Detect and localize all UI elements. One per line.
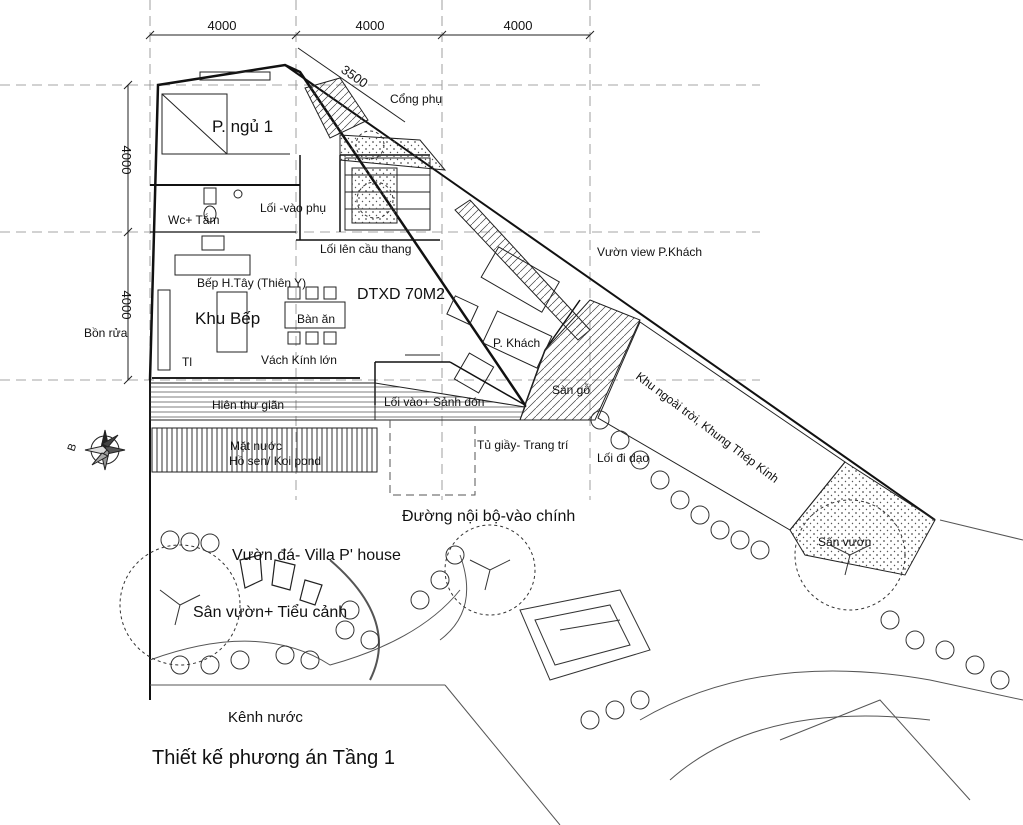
label-tl: Tl	[182, 355, 192, 369]
label-loi-vao-sanh: Lối vào+ Sảnh đón	[384, 395, 484, 409]
label-kenh-nuoc: Kênh nước	[228, 709, 303, 726]
label-bep: Bếp H.Tây (Thiên Y)	[197, 276, 306, 290]
label-ho-sen: Hồ sen/ Koi pond	[229, 454, 321, 468]
label-loi-len-cau-thang: Lối lên cầu thang	[320, 242, 411, 256]
label-khu-ngoai-troi: Khu ngoài trời, Khung Thép Kính	[633, 369, 781, 486]
label-dtxd: DTXD 70M2	[357, 286, 445, 303]
label-tu-giay: Tủ giầy- Trang trí	[477, 438, 569, 452]
wc-fixtures	[201, 187, 243, 251]
bed	[161, 71, 290, 155]
garden-rocks	[239, 554, 323, 606]
label-p-ngu-1: P. ngủ 1	[212, 117, 273, 136]
living-furniture	[405, 246, 560, 394]
hatched-zones	[149, 77, 936, 576]
dim-top-3: 4000	[504, 18, 533, 33]
label-ban-an: Bàn ăn	[297, 312, 335, 326]
dim-left-1: 4000	[119, 146, 134, 175]
label-san-vuon: Sân vườn	[818, 535, 871, 549]
site-lines	[149, 519, 1023, 825]
label-vuon-da: Vườn đá- Villa P' house	[232, 547, 401, 564]
label-mat-nuoc: Mặt nước	[230, 439, 282, 453]
staircase	[344, 157, 431, 231]
kitchen-furniture	[152, 254, 360, 379]
label-san-vuon-tieu-canh: Sân vườn+ Tiểu cảnh	[193, 603, 347, 621]
label-duong-noi-bo: Đường nội bộ-vào chính	[402, 508, 575, 525]
compass-letter: B	[66, 442, 80, 453]
label-loi-vao-phu: Lối -vào phụ	[260, 201, 326, 215]
label-hien-thu-gian: Hiên thư giãn	[212, 398, 284, 412]
shrubs	[160, 410, 1010, 730]
label-vuon-view: Vườn view P.Khách	[597, 245, 702, 259]
dim-left-2: 4000	[119, 291, 134, 320]
label-cong-phu: Cổng phụ	[390, 92, 442, 106]
dim-top-2: 4000	[356, 18, 385, 33]
dimension-lines	[123, 30, 595, 385]
label-p-khach: P. Khách	[493, 336, 540, 350]
car	[519, 589, 651, 681]
dim-top-1: 4000	[208, 18, 237, 33]
label-san-go: Sàn gỗ	[552, 382, 590, 397]
compass-icon	[84, 429, 126, 471]
label-bon-rua: Bồn rửa	[84, 326, 128, 340]
trees	[119, 130, 906, 666]
label-wc-tam: Wc+ Tắm	[168, 212, 219, 227]
label-vach-kinh: Vách Kính lớn	[261, 353, 337, 367]
internal-road-dashed	[389, 420, 476, 496]
drawing-title: Thiết kế phương án Tầng 1	[152, 747, 395, 769]
label-khu-bep: Khu Bếp	[195, 309, 260, 328]
label-loi-di-dao: Lối đi dạo	[597, 451, 649, 465]
